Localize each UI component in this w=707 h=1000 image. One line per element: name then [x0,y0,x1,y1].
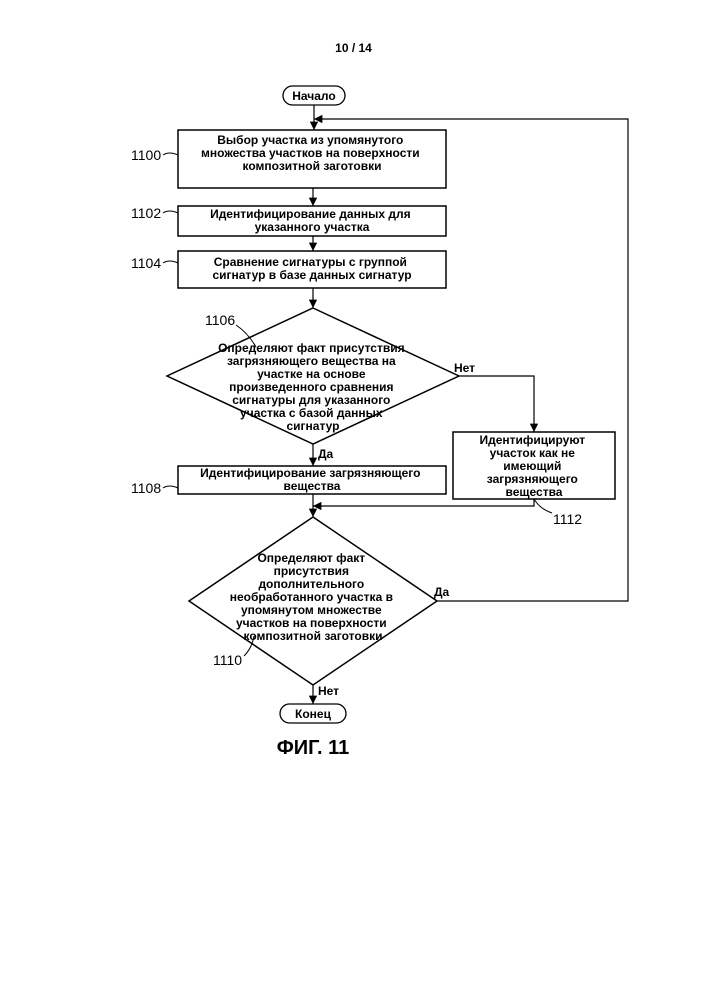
decision-1110-line: присутствия [274,564,349,578]
ref-1106: 1106 [205,312,235,328]
figure-caption: ФИГ. 11 [277,737,350,759]
step-1112-line: Идентифицируют [479,433,585,447]
decision-1106-line: участка с базой данных [240,406,383,420]
arrow-1112-merge [313,499,534,506]
decision-1110-line: необработанного участка в [230,590,393,604]
step-1102-line: указанного участка [255,220,370,234]
decision-1106-line: произведенного сравнения [229,380,393,394]
branch-1110-no: Нет [318,684,339,698]
step-1100-box: Выбор участка из упомянутого множества у… [178,130,446,188]
step-1112-line: вещества [506,485,563,499]
step-1112-line: загрязняющего [487,472,578,486]
step-1104-line: сигнатур в базе данных сигнатур [212,268,411,282]
step-1102-line: Идентифицирование данных для [210,207,411,221]
arrow-1106-no-1112 [459,376,534,432]
ref-1100: 1100 [131,147,161,163]
decision-1110-line: Определяют факт [257,551,365,565]
step-1112-box: Идентифицируют участок как не имеющий за… [453,432,615,499]
decision-1110-line: упомянутом множестве [241,603,382,617]
step-1112-line: имеющий [503,459,561,473]
ref-1112: 1112 [553,511,582,527]
end-terminator: Конец [280,704,346,723]
branch-1106-yes: Да [318,447,334,461]
step-1104-box: Сравнение сигнатуры с группой сигнатур в… [178,251,446,288]
svg-text:Определяют факт присутствия: Определяют факт присутствия загрязняющег… [218,341,408,433]
ref-1110: 1110 [213,652,242,668]
start-terminator: Начало [283,86,345,105]
step-1100-line: множества участков на поверхности [201,146,420,160]
step-1102-box: Идентифицирование данных для указанного … [178,206,446,236]
step-1104-line: Сравнение сигнатуры с группой [214,255,407,269]
ref-1104: 1104 [131,255,161,271]
step-1108-line: Идентифицирование загрязняющего [200,466,420,480]
decision-1106: Определяют факт присутствия загрязняющег… [167,308,459,444]
start-label: Начало [292,89,335,103]
ref-1108: 1108 [131,480,161,496]
step-1108-box: Идентифицирование загрязняющего вещества [178,466,446,494]
branch-1106-no: Нет [454,361,475,375]
step-1100-line: композитной заготовки [243,159,382,173]
decision-1106-line: Определяют факт присутствия [218,341,405,355]
svg-text:Сравнение сигнатуры с группой: Сравнение сигнатуры с группой сигнатур в… [212,255,411,282]
decision-1106-line: участке на основе [257,367,366,381]
ref-1102: 1102 [131,205,161,221]
step-1100-line: Выбор участка из упомянутого [217,133,403,147]
decision-1110-line: участков на поверхности [236,616,387,630]
decision-1106-line: сигнатуры для указанного [232,393,390,407]
end-label: Конец [295,707,332,721]
branch-1110-yes: Да [434,585,450,599]
decision-1106-line: загрязняющего вещества на [227,354,396,368]
decision-1110-line: композитной заготовки [244,629,383,643]
decision-1106-line: сигнатур [287,419,340,433]
step-1112-line: участок как не [490,446,576,460]
step-1108-line: вещества [284,479,341,493]
decision-1110-line: дополнительного [258,577,364,591]
